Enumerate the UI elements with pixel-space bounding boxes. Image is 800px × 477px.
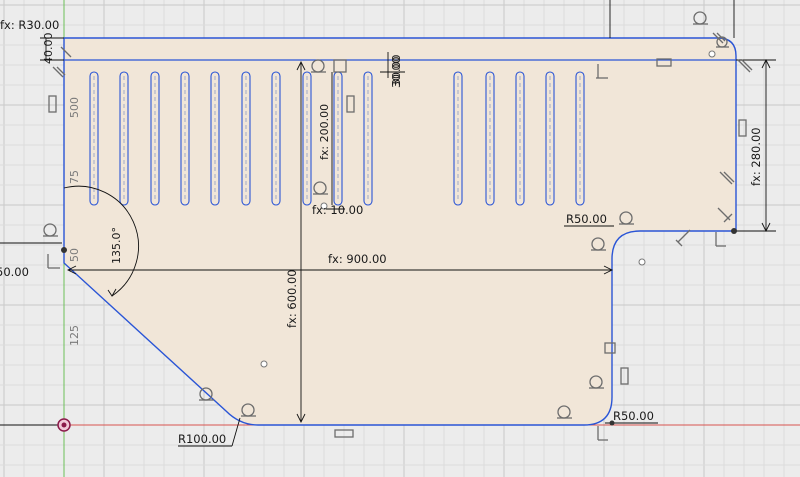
dim-angle[interactable]: 135.0° <box>110 227 123 264</box>
dim-slot-height[interactable]: fx: 200.00 <box>318 104 331 160</box>
coincident-icon <box>719 171 735 185</box>
slot-1[interactable] <box>89 71 99 206</box>
dim-slot-pitch[interactable]: 30.00 <box>390 55 403 87</box>
perpendicular-icon <box>597 426 608 441</box>
coincident-icon <box>604 342 616 354</box>
dim-left-75[interactable]: 75 <box>68 170 81 184</box>
parallel-icon <box>48 95 57 113</box>
dim-left-125[interactable]: 125 <box>68 325 81 346</box>
dim-right-height[interactable]: fx: 280.00 <box>749 127 763 186</box>
perpendicular-icon <box>47 254 60 269</box>
tangent-icon <box>241 403 256 417</box>
dim-left-50[interactable]: 50 <box>68 248 81 262</box>
slot-5[interactable] <box>210 71 220 206</box>
corner-point[interactable] <box>609 420 615 426</box>
constraint-glyphs <box>43 11 753 441</box>
perpendicular-icon <box>717 207 733 223</box>
slot-4[interactable] <box>180 71 190 206</box>
corner-point[interactable] <box>731 228 737 234</box>
dim-slot-width[interactable]: fx: 10.00 <box>312 203 363 217</box>
slot-14[interactable] <box>545 71 555 206</box>
slot-2[interactable] <box>119 71 129 206</box>
tangent-icon <box>311 59 326 73</box>
slot-group[interactable] <box>89 71 585 206</box>
slot-11[interactable] <box>453 71 463 206</box>
dim-top-small-1[interactable]: 40.00 <box>42 33 55 65</box>
perpendicular-icon <box>596 64 608 79</box>
dim-fillet-inner[interactable]: R50.00 <box>566 212 607 226</box>
origin-point-icon[interactable] <box>57 418 71 432</box>
slot-12[interactable] <box>485 71 495 206</box>
dim-overall-width[interactable]: fx: 900.00 <box>328 252 387 266</box>
tangent-icon <box>589 375 604 389</box>
construction-points <box>260 50 716 368</box>
parallel-icon <box>656 58 672 67</box>
slot-6[interactable] <box>241 71 251 206</box>
dimension-lines <box>0 0 776 447</box>
dim-top-small-2[interactable]: 30.00 <box>390 57 403 89</box>
dim-overall-height[interactable]: fx: 600.00 <box>285 269 299 328</box>
tangent-icon <box>557 405 572 419</box>
coincident-icon <box>60 46 72 58</box>
slot-13[interactable] <box>515 71 525 206</box>
tangent-icon <box>693 11 708 25</box>
tangent-icon <box>619 211 634 225</box>
slot-3[interactable] <box>150 71 160 206</box>
tangent-icon <box>199 387 214 401</box>
slot-10[interactable] <box>363 71 373 206</box>
coincident-icon <box>52 66 66 78</box>
coincident-icon <box>712 32 726 44</box>
sketch-profile[interactable] <box>63 37 737 426</box>
parallel-icon <box>346 95 355 113</box>
tangent-icon <box>716 36 729 48</box>
dim-left-cut[interactable]: 50.00 <box>0 265 29 279</box>
dim-fillet-bottom-left[interactable]: R100.00 <box>178 432 226 446</box>
tangent-icon <box>313 181 328 195</box>
tangent-icon <box>591 237 606 251</box>
dim-left-small[interactable]: 500 <box>68 97 81 118</box>
perpendicular-icon <box>675 229 691 247</box>
slot-8[interactable] <box>302 71 312 206</box>
coincident-icon <box>333 59 347 73</box>
corner-point[interactable] <box>61 247 67 253</box>
parallel-icon <box>620 367 629 385</box>
coincident-icon <box>737 59 753 73</box>
perpendicular-icon <box>715 232 726 247</box>
dim-corner-radius[interactable]: fx: R30.00 <box>0 18 59 32</box>
parallel-icon <box>738 119 747 137</box>
slot-7[interactable] <box>271 71 281 206</box>
dim-fillet-bottom-right[interactable]: R50.00 <box>613 409 654 423</box>
parallel-icon <box>334 429 354 438</box>
slot-15[interactable] <box>575 71 585 206</box>
tangent-icon <box>43 223 58 237</box>
